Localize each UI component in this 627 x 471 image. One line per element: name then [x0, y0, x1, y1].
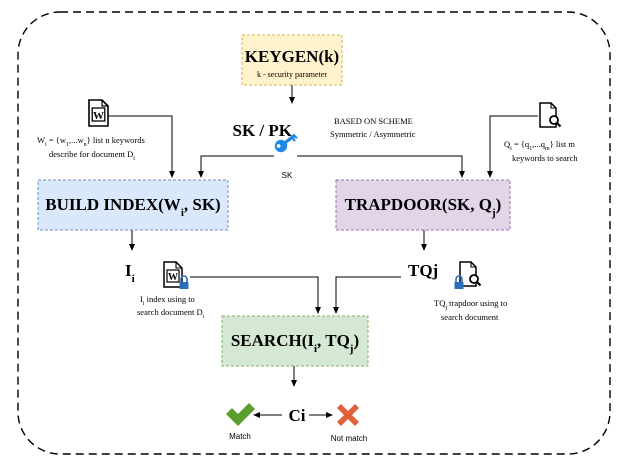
- index-label: Ii: [125, 261, 135, 285]
- checkmark-icon: [226, 403, 255, 426]
- index-desc-line-1: Ii index using to: [140, 294, 195, 307]
- keywords-desc-line-2: describe for document Di: [49, 149, 135, 162]
- keywords-desc-line-1: Wi = {w1,...wn} list n keywords: [37, 135, 145, 148]
- sk-to-build-arrow: [198, 155, 274, 178]
- keygen-title: KEYGEN(k): [245, 47, 339, 66]
- locked-search-icon: [454, 261, 482, 289]
- cross-icon: [337, 404, 359, 426]
- sk-to-trapdoor-arrow: [297, 155, 465, 178]
- svg-text:W: W: [93, 110, 104, 122]
- keygen-box: [241, 34, 343, 86]
- index-to-search-arrow: [190, 276, 321, 314]
- key-icon: [274, 133, 298, 153]
- build-index-title: BUILD INDEX(Wi, SK): [45, 195, 220, 219]
- scheme-line-1: BASED ON SCHEME: [334, 116, 413, 126]
- search-title: SEARCH(Ii, TQj): [231, 331, 359, 355]
- word-document-icon: W: [88, 99, 109, 127]
- sk-pk-label: SK / PK: [232, 121, 292, 140]
- search-box: [221, 315, 369, 367]
- keywords-to-build-arrow: [108, 115, 175, 178]
- search-document-icon: [539, 102, 562, 128]
- locked-document-icon: W: [163, 261, 189, 289]
- outer-frame: [17, 11, 611, 455]
- not-match-label: Not match: [331, 434, 367, 443]
- result-label: Ci: [289, 406, 306, 425]
- query-to-trapdoor-arrow: [487, 115, 538, 178]
- svg-text:W: W: [168, 272, 178, 283]
- query-desc-line-1: Qi = {q1,...qm} list m: [504, 139, 575, 152]
- build-index-box: [37, 179, 229, 231]
- keygen-subtitle: k - security parameter: [257, 70, 327, 79]
- query-desc-line-2: keywords to search: [512, 153, 578, 163]
- trapdoor-title: TRAPDOOR(SK, Qj): [345, 195, 502, 219]
- index-desc-line-2: search document Di: [137, 307, 205, 320]
- key-caption: SK: [282, 171, 293, 180]
- trapdoor-desc-line-1: TQj trapdoor using to: [434, 298, 507, 311]
- match-label: Match: [229, 432, 251, 441]
- trapdoor-output-label: TQj: [408, 261, 438, 280]
- trapdoor-to-search-arrow: [333, 276, 401, 314]
- trapdoor-box: [335, 179, 511, 231]
- trapdoor-desc-line-2: search document: [441, 312, 499, 322]
- scheme-line-2: Symmetric / Asymmetric: [330, 129, 416, 139]
